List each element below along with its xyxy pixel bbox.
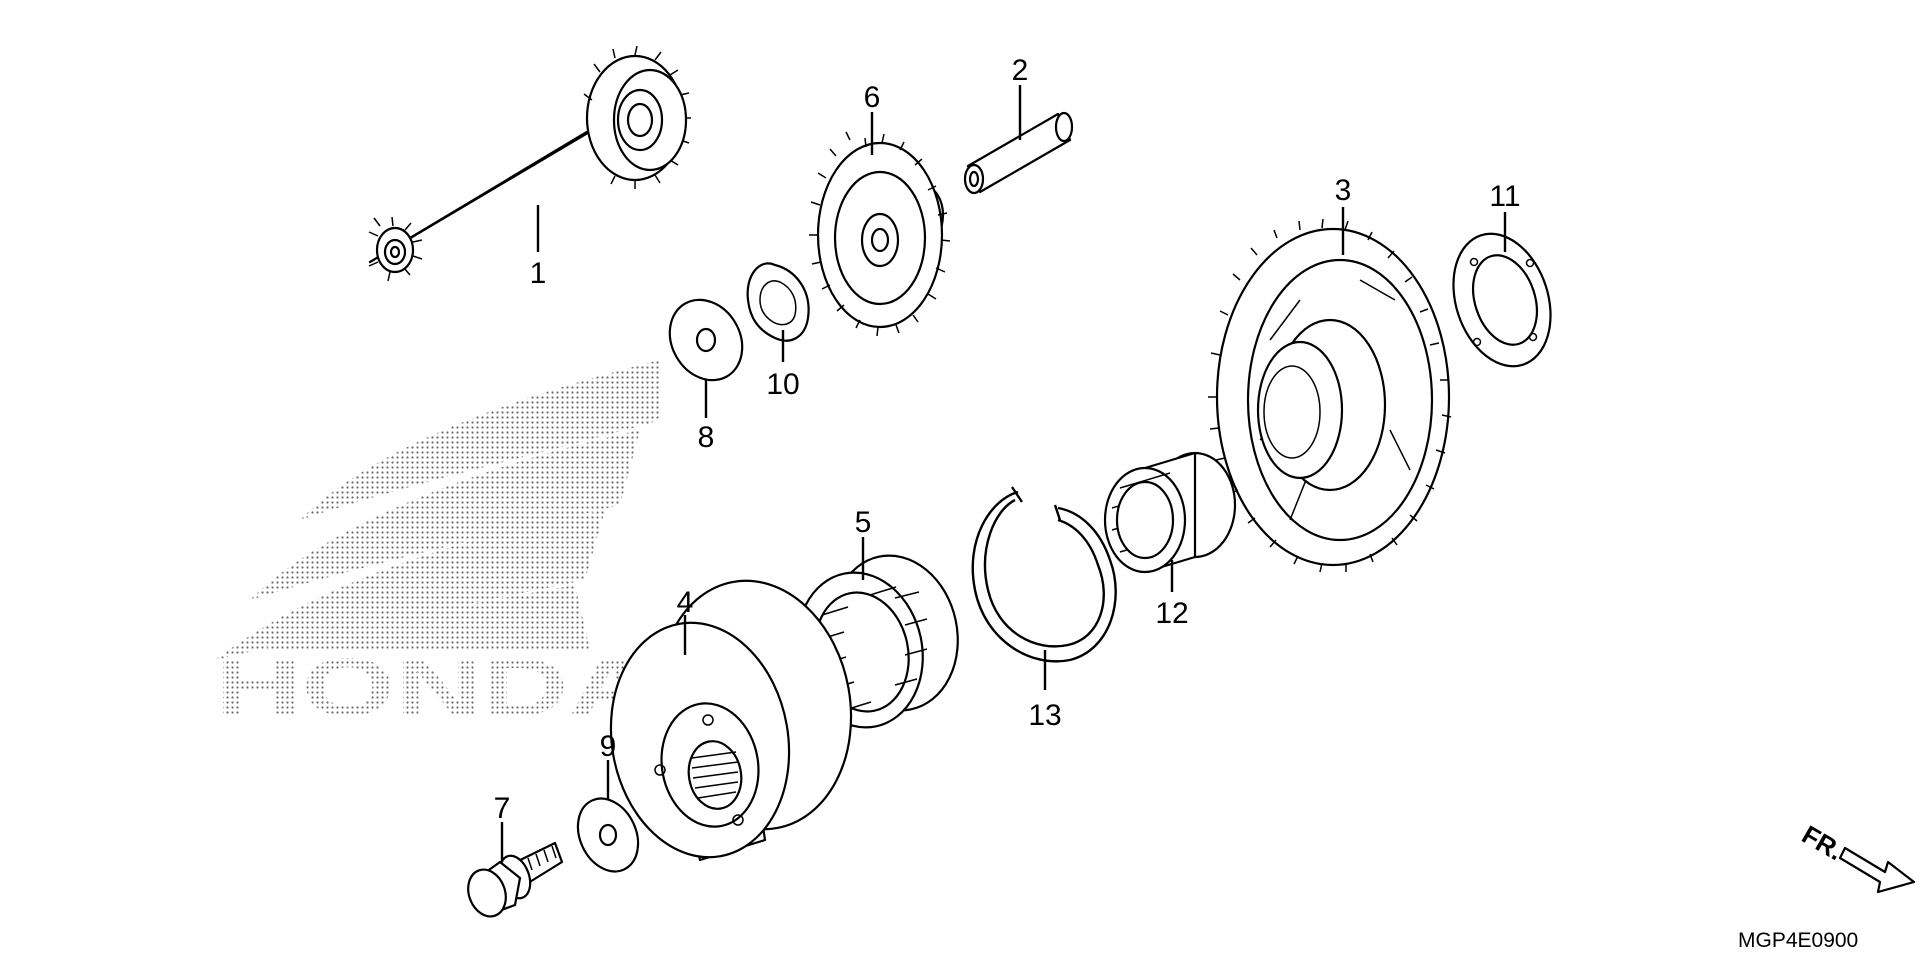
callout-2: 2 — [1012, 54, 1029, 140]
part-number-label: 8 — [698, 421, 715, 454]
part-5-one-way-clutch — [796, 554, 959, 729]
part-4-clutch-outer — [609, 579, 853, 862]
part-number-label: 11 — [1489, 180, 1520, 213]
part-2-pin — [963, 111, 1074, 195]
part-number-label: 4 — [677, 586, 694, 619]
part-1-shaft-gear — [368, 45, 691, 282]
diagram-code: MGP4E0900 — [1738, 929, 1858, 952]
callout-10: 10 — [766, 330, 800, 401]
part-13-snap-ring — [971, 486, 1117, 663]
callout-11: 11 — [1489, 180, 1521, 252]
honda-watermark-text: HONDA — [215, 642, 655, 733]
callout-7: 7 — [494, 792, 511, 862]
callout-8: 8 — [698, 380, 715, 454]
callout-13: 13 — [1028, 650, 1062, 732]
part-11-gasket — [1452, 232, 1552, 368]
part-number-label: 2 — [1012, 54, 1029, 87]
part-number-label: 7 — [494, 792, 511, 825]
part-6-idle-gear — [809, 131, 951, 337]
part-number-label: 13 — [1028, 699, 1061, 732]
part-number-label: 5 — [855, 506, 872, 539]
front-direction-indicator: FR. — [1797, 819, 1916, 894]
part-number-label: 3 — [1335, 174, 1352, 207]
part-3-driven-gear — [1208, 218, 1452, 573]
part-number-label: 9 — [600, 730, 617, 763]
part-number-label: 1 — [530, 257, 547, 290]
part-12-needle-bearing — [1103, 451, 1237, 574]
callout-1: 1 — [530, 205, 547, 290]
part-8-washer — [668, 298, 744, 382]
callout-9: 9 — [600, 730, 617, 800]
part-9-washer — [576, 797, 640, 873]
callout-4: 4 — [677, 586, 694, 655]
part-7-flange-bolt — [467, 841, 564, 918]
callout-12: 12 — [1155, 560, 1189, 630]
callout-6: 6 — [864, 81, 881, 155]
callout-3: 3 — [1335, 174, 1352, 255]
honda-wing-logo: HONDA — [215, 360, 660, 733]
callout-5: 5 — [855, 506, 872, 580]
part-number-label: 10 — [766, 368, 799, 401]
part-number-label: 6 — [864, 81, 881, 114]
part-number-label: 12 — [1155, 597, 1188, 630]
part-10-lock-washer — [746, 262, 810, 342]
